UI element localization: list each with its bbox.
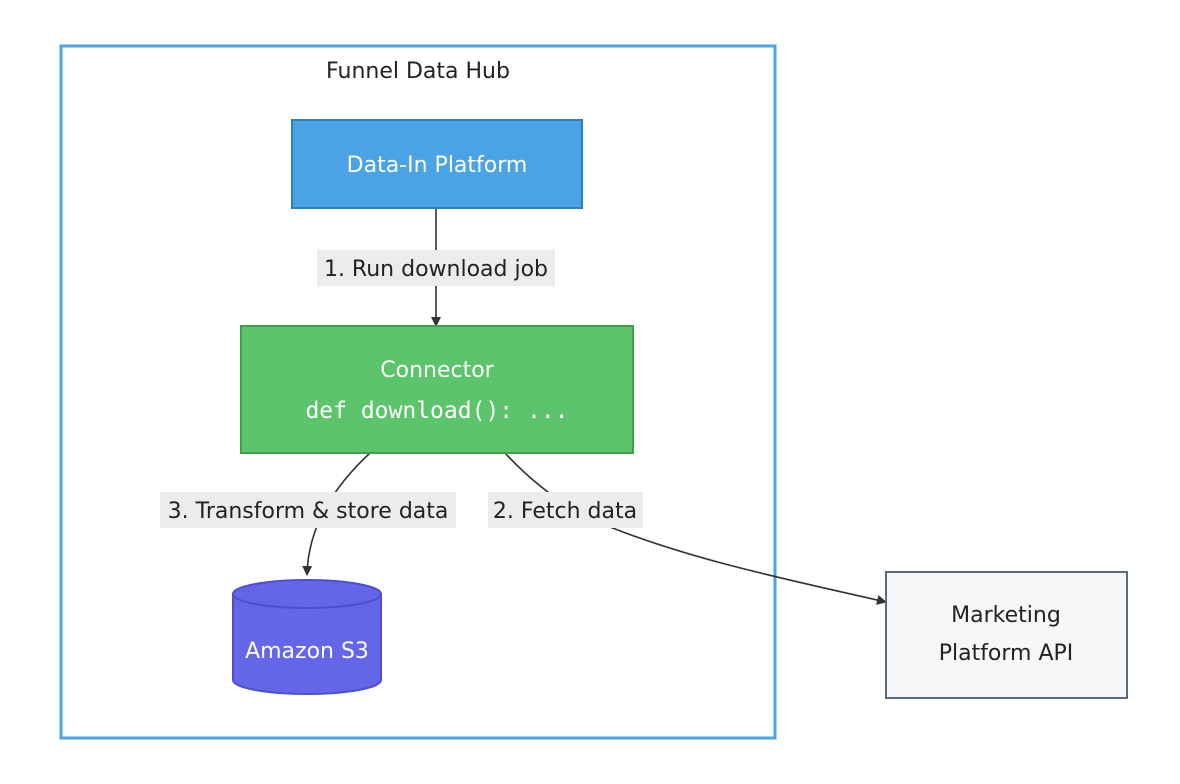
node-data-in-label: Data-In Platform [347,153,528,178]
node-api-line2: Platform API [939,641,1074,666]
node-api-line1: Marketing [951,603,1061,628]
node-amazon-s3 [232,579,382,695]
edge-label-fetch: 2. Fetch data [493,499,637,524]
edge-label-store: 3. Transform & store data [168,499,449,524]
node-marketing-platform-api [885,571,1128,699]
edge-fetch-data [504,452,887,605]
edge-label-bg-fetch [488,492,643,528]
funnel-data-hub-group [59,44,777,740]
node-s3-label: Amazon S3 [245,639,369,664]
edge-label-run: 1. Run download job [324,257,548,282]
edge-label-bg-run [317,250,555,286]
node-connector [240,325,634,454]
node-connector-code: def download(): ... [305,398,568,424]
node-connector-title: Connector [380,358,494,383]
group-title: Funnel Data Hub [326,59,510,84]
node-data-in-platform [291,119,583,209]
edge-label-bg-store [160,492,456,528]
